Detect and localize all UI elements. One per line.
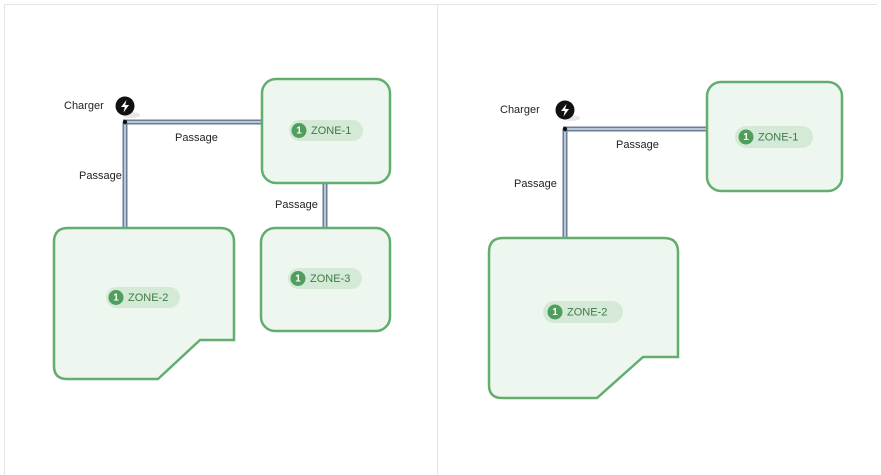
zone-name: ZONE-1 (758, 132, 798, 144)
zone-count: 1 (113, 293, 119, 304)
panel-divider (437, 4, 438, 475)
charger-label: Charger (64, 100, 104, 112)
charger-label: Charger (500, 104, 540, 116)
zone-2[interactable]: 1 ZONE-2 (52, 226, 236, 381)
zone-label-pill (735, 126, 813, 148)
passage-label: Passage (616, 139, 659, 151)
passage-label: Passage (175, 132, 218, 144)
zone-count-badge (547, 304, 563, 320)
charger[interactable] (115, 96, 141, 125)
map-left: 1 ZONE-1 1 ZONE-2 1 ZONE-3 Passage Passa… (52, 77, 392, 381)
zone-count-badge (738, 129, 754, 145)
zone-1[interactable]: 1 ZONE-1 (260, 77, 392, 185)
zone-count-badge (108, 290, 124, 305)
passage-label: Passage (79, 170, 122, 182)
zone-2[interactable]: 1 ZONE-2 (487, 236, 680, 400)
charger-bolt-icon (121, 100, 129, 113)
zone-label-pill (106, 287, 180, 308)
zone-label-pill (288, 268, 362, 289)
zone-count: 1 (295, 274, 301, 285)
zone-count-badge (291, 123, 307, 138)
zone-label-pill (543, 301, 623, 323)
zone-count-badge (290, 271, 306, 286)
passage-label: Passage (514, 178, 557, 190)
map-right: 1 ZONE-1 1 ZONE-2 Passage Passage Charge… (487, 80, 844, 400)
zone-count: 1 (552, 307, 558, 318)
zone-name: ZONE-3 (310, 273, 350, 285)
zone-1[interactable]: 1 ZONE-1 (705, 80, 844, 193)
charger-bolt-icon (561, 104, 569, 117)
zone-count: 1 (743, 132, 749, 143)
charger[interactable] (555, 100, 581, 132)
zone-3[interactable]: 1 ZONE-3 (259, 226, 392, 333)
canvas-frame (4, 4, 877, 475)
zone-count: 1 (296, 126, 302, 137)
zone-label-pill (289, 120, 363, 141)
zone-name: ZONE-2 (128, 292, 168, 304)
passage-label: Passage (275, 199, 318, 211)
zone-name: ZONE-2 (567, 307, 607, 319)
zone-name: ZONE-1 (311, 125, 351, 137)
